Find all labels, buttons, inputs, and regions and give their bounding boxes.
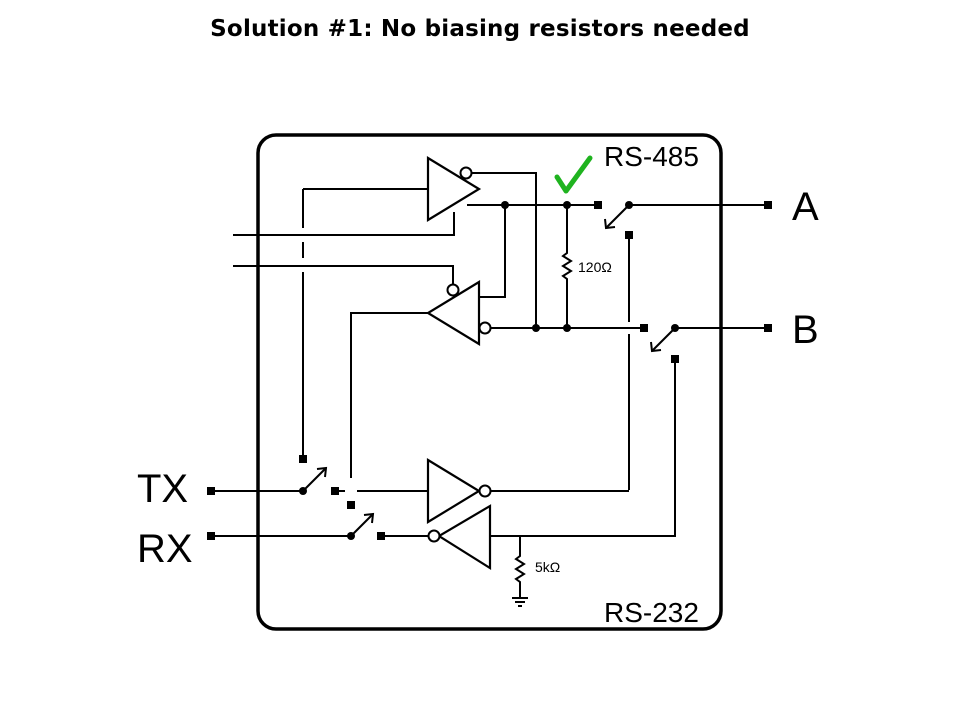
switch-rx-contact-232: [377, 532, 385, 540]
inverting-bubble: [427, 529, 441, 543]
switch-tx-arrow-icon: [316, 466, 328, 478]
rs485-label: RS-485: [604, 141, 699, 172]
driver-inverted-output-wire: [471, 172, 537, 328]
inverting-input-bubble: [478, 321, 492, 335]
transceiver-block-frame: [256, 133, 723, 631]
rs232-driver: [426, 458, 492, 524]
switch-rx-contact-485: [347, 501, 355, 509]
terminal-tx-label: TX: [137, 467, 188, 511]
rs232-label: RS-232: [604, 597, 699, 628]
switch-rx-arrow-icon: [363, 512, 375, 524]
pulldown-resistor: [514, 536, 526, 598]
rx-in-wire: [491, 363, 676, 537]
junction-dot: [532, 324, 540, 332]
switch-tx-contact-232: [331, 487, 339, 495]
switch-b-arrow-icon: [650, 341, 662, 353]
rs485-driver: [426, 156, 482, 222]
terminal-tx[interactable]: [207, 487, 215, 495]
terminal-a[interactable]: [764, 201, 772, 209]
rs232-receiver: [427, 504, 492, 570]
switch-rx-blade: [350, 513, 374, 537]
check-icon: [554, 155, 593, 194]
switch-tx-blade: [302, 467, 327, 492]
ground-icon: [512, 597, 528, 607]
switch-a-blade: [606, 204, 630, 228]
termination-resistor: [561, 205, 573, 328]
slide-title: Solution #1: No biasing resistors needed: [210, 16, 750, 42]
receiver-enable-wire: [233, 265, 454, 284]
driver-enable-wire: [233, 212, 455, 236]
terminal-b-label: B: [792, 308, 819, 352]
receiver-input-a-wire: [479, 205, 506, 298]
switch-a-contact-232: [625, 231, 633, 239]
rs485-receiver: [425, 280, 492, 346]
switch-a-contact-485: [594, 201, 602, 209]
terminal-rx-label: RX: [137, 527, 193, 571]
switch-b-blade: [652, 327, 676, 351]
receiver-output-wire: [350, 312, 428, 478]
inverting-bubble: [459, 166, 473, 180]
switch-tx-contact-485: [299, 455, 307, 463]
switch-b-contact-232: [671, 355, 679, 363]
junction-dot: [501, 201, 509, 209]
inverting-bubble: [478, 484, 492, 498]
terminal-a-label: A: [792, 185, 819, 229]
termination-resistor-value: 120Ω: [578, 259, 612, 275]
terminal-b[interactable]: [764, 324, 772, 332]
switch-b-contact-485: [640, 324, 648, 332]
terminal-rx[interactable]: [207, 532, 215, 540]
switch-a-arrow-icon: [604, 218, 616, 230]
pulldown-resistor-value: 5kΩ: [535, 559, 560, 575]
enable-bubble: [446, 283, 460, 297]
